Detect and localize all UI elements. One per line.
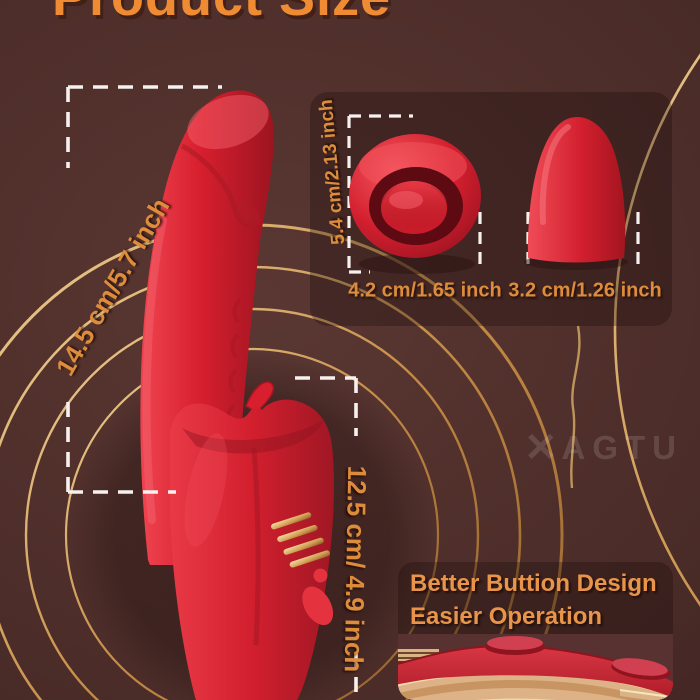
tongue-tip [245, 381, 275, 413]
attachment-size-panel: 5.4 cm/2.13 inch 4.2 cm/1.65 inch 3.2 cm… [310, 92, 672, 326]
button-strip [398, 636, 673, 698]
large-gold-arc [613, 53, 700, 607]
attachment-dome [524, 116, 628, 270]
feature-line-1: Better Buttion Design [410, 570, 657, 597]
watermark-text: AGTU [561, 429, 684, 466]
shaft-tip-highlight [187, 94, 269, 150]
attachment-ring [349, 134, 481, 274]
measurement-label-body-length: 12.5 cm/ 4.9 inch [338, 465, 373, 673]
attachment-dashed-guides [347, 114, 640, 274]
feature-panel: Better Buttion Design Easier Operation [398, 562, 673, 700]
shaft-ribs [226, 298, 242, 429]
charging-cable [570, 325, 581, 489]
page-title: Product Size [52, 0, 391, 28]
mouth-shadow [182, 420, 324, 454]
product-body [170, 399, 334, 700]
button-closeup-photo [398, 634, 673, 700]
brand-watermark: ✕ AGTU [524, 428, 683, 468]
brand-x-icon: ✕ [524, 426, 558, 470]
feature-line-2: Easier Operation [410, 603, 603, 630]
attachment-illustrations [347, 114, 640, 274]
measurement-label-dome-width: 3.2 cm/1.26 inch [508, 279, 662, 302]
measurement-label-ring-width: 4.2 cm/1.65 inch [348, 279, 502, 302]
gold-button-detail [271, 512, 334, 626]
body-crease [251, 447, 261, 646]
